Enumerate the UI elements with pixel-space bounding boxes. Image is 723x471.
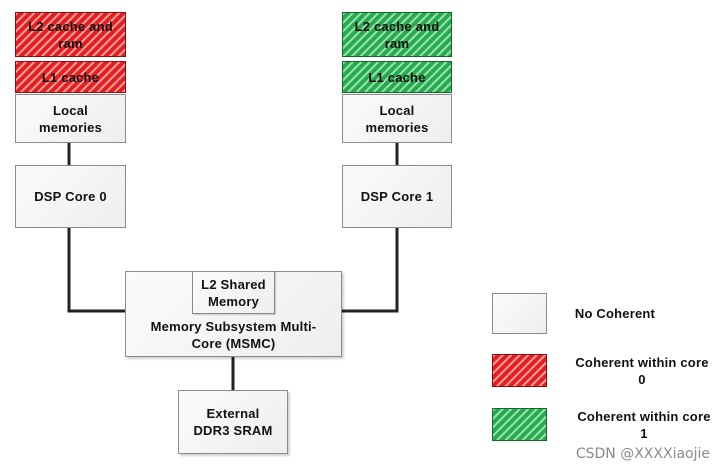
core1-l2-cache-block: L2 cache and ram (342, 12, 452, 57)
core0-l1-cache-block: L1 cache (15, 61, 126, 93)
dsp-core-0: DSP Core 0 (15, 165, 126, 228)
core1-l1-cache-block: L1 cache (342, 61, 452, 93)
core1-msmc-link (342, 228, 399, 313)
core1-l1-cache-label: L1 cache (368, 69, 426, 85)
core0-msmc-link (67, 228, 125, 313)
core0-local-memories-label: Local memories (38, 102, 103, 135)
dsp-core-1: DSP Core 1 (342, 165, 452, 228)
core1-l2-cache-label: L2 cache and ram (354, 18, 440, 51)
legend-label-core0: Coherent within core 0 (575, 355, 709, 387)
dsp-core-0-label: DSP Core 0 (34, 189, 107, 204)
l2-shared-memory-block: L2 Shared Memory (192, 271, 275, 314)
legend-label-no-coherent: No Coherent (574, 306, 656, 321)
watermark: CSDN @XXXXiaojie (575, 446, 710, 462)
legend-swatch-no-coherent (492, 293, 547, 334)
core0-local-memories-block: Local memories (15, 94, 126, 143)
legend-swatch-core1 (492, 408, 547, 441)
core1-local-memories-block: Local memories (342, 94, 452, 143)
core0-l2-cache-block: L2 cache and ram (15, 12, 126, 57)
l2-shared-memory-label: L2 Shared Memory (201, 276, 266, 309)
external-ddr3-label: External DDR3 SRAM (193, 406, 273, 438)
legend-label-core1: Coherent within core 1 (577, 409, 711, 441)
core1-local-memories-label: Local memories (365, 102, 429, 135)
dsp-core-1-label: DSP Core 1 (360, 189, 434, 204)
legend-swatch-core0 (492, 354, 547, 387)
msmc-label: Memory Subsystem Multi-Core (MSMC) (150, 319, 317, 351)
core0-l1-cache-label: L1 cache (41, 69, 100, 85)
core0-l2-cache-label: L2 cache and ram (28, 18, 113, 51)
external-ddr3-block: External DDR3 SRAM (178, 390, 288, 454)
